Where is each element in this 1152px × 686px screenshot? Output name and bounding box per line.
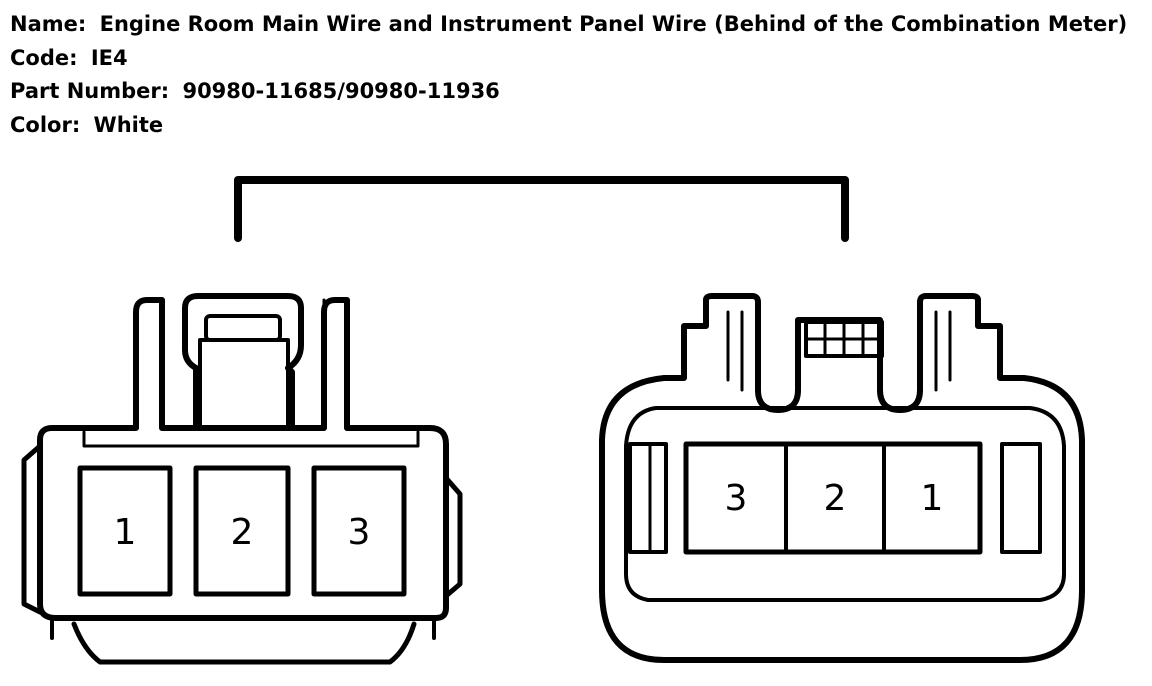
name-label: Name: bbox=[10, 12, 87, 36]
left-lock-tab-top bbox=[204, 314, 282, 342]
name-row: Name: Engine Room Main Wire and Instrume… bbox=[10, 8, 1127, 42]
right-side-rib-left bbox=[628, 442, 668, 554]
color-value: White bbox=[93, 112, 164, 137]
right-connector: 3 2 1 bbox=[599, 293, 1085, 663]
right-pin-cavity-block bbox=[683, 441, 983, 555]
right-inner-body bbox=[624, 406, 1066, 602]
connector-info: Name: Engine Room Main Wire and Instrume… bbox=[10, 8, 1127, 142]
left-lock-tab-outer bbox=[182, 293, 304, 431]
left-top-ledge bbox=[82, 430, 420, 448]
left-pin-label-1: 1 bbox=[114, 512, 137, 553]
right-pin-cavity-dividers bbox=[784, 442, 886, 554]
name-value: Engine Room Main Wire and Instrument Pan… bbox=[99, 12, 1128, 36]
part-number-value: 90980-11685/90980-11936 bbox=[182, 79, 500, 103]
code-label: Code: bbox=[10, 45, 78, 70]
mating-bracket bbox=[234, 176, 849, 242]
left-side-rib-left bbox=[21, 443, 43, 615]
color-row: Color: White bbox=[10, 109, 1127, 143]
left-housing-outline bbox=[37, 297, 449, 621]
part-number-row: Part Number: 90980-11685/90980-11936 bbox=[10, 75, 1127, 109]
right-pin-label-2: 2 bbox=[824, 478, 847, 519]
code-value: IE4 bbox=[90, 45, 128, 70]
right-latch-arm-left bbox=[726, 310, 744, 392]
left-pin-label-3: 3 bbox=[348, 512, 371, 553]
code-row: Code: IE4 bbox=[10, 42, 1127, 76]
color-label: Color: bbox=[10, 112, 81, 137]
right-housing-outline bbox=[599, 293, 1085, 663]
right-side-rib-right bbox=[1000, 442, 1042, 554]
right-latch-arm-right bbox=[934, 310, 952, 392]
left-pin-cavity-3 bbox=[311, 465, 407, 597]
left-connector: 1 2 3 bbox=[21, 293, 463, 665]
part-number-label: Part Number: bbox=[10, 79, 170, 103]
left-pin-label-2: 2 bbox=[231, 512, 254, 553]
left-lock-tab-inner bbox=[198, 338, 290, 430]
left-side-rib-right bbox=[443, 475, 463, 599]
right-pin-label-3: 3 bbox=[725, 478, 748, 519]
right-pin-label-1: 1 bbox=[921, 478, 944, 519]
left-bottom-skirt bbox=[71, 621, 417, 665]
right-lock-block-dividers bbox=[804, 320, 884, 358]
left-pin-cavity-2 bbox=[193, 465, 291, 597]
left-bottom-rib bbox=[50, 616, 436, 640]
left-pin-cavity-1 bbox=[77, 465, 173, 597]
